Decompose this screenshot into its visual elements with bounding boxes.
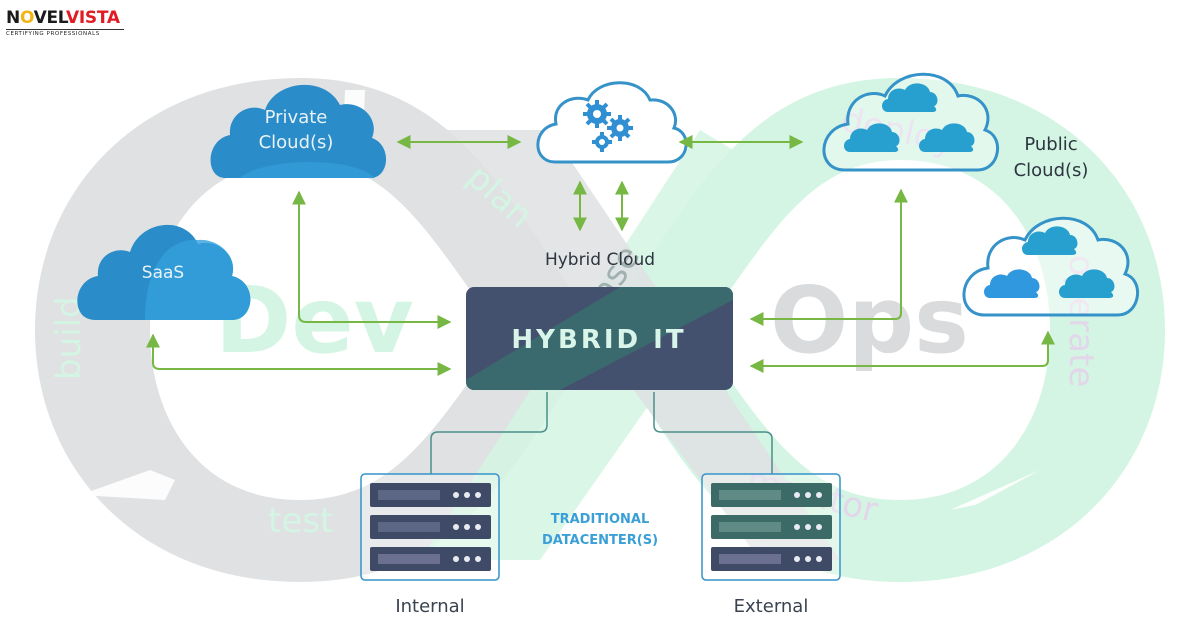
saas-label: SaaS [142,263,184,283]
hybrid-cloud-label: Hybrid Cloud [545,250,655,270]
gear-icon [583,100,633,152]
hybrid-it-box [466,287,733,390]
mini-cloud-icon [919,123,975,152]
public-cloud-top [822,72,1000,172]
internal-label: Internal [395,596,464,617]
server-unit [370,483,491,507]
hybrid-cloud-icon [536,81,688,164]
saas-cloud [77,224,251,320]
server-unit [711,515,832,539]
arrow-public2-hybridit [749,330,1055,373]
private-cloud-label-line2: Cloud(s) [259,132,334,153]
server-unit [711,547,832,571]
public-cloud-label-line1: Public [1024,134,1077,155]
traditional-datacenter-line2: DATACENTER(S) [542,533,658,548]
gray-loop [35,78,600,582]
hybrid-it-title: HYBRID IT [511,325,686,355]
external-server-rack [701,473,841,581]
public-cloud-bottom [962,216,1140,317]
logo-letter-o: O [19,8,34,28]
logo-tagline: CERTIFYING PROFESSIONALS [6,31,100,37]
phase-test: test [268,501,333,541]
logo-letter-n: N [6,8,20,28]
mini-cloud-icon [844,123,900,152]
private-cloud-label-line1: Private [265,107,328,128]
datacenter-links [430,392,773,474]
logo-divider [6,29,124,30]
private-cloud [210,84,387,178]
traditional-datacenter-line1: TRADITIONAL [551,512,650,527]
server-unit [370,515,491,539]
arrow-saas-hybridit [146,333,452,376]
logo-text-vel: VEL [33,8,67,28]
mini-cloud-icon [984,269,1040,298]
novelvista-logo[interactable]: NOVELVISTA CERTIFYING PROFESSIONALS [6,9,128,38]
public-cloud-label-line2: Cloud(s) [1014,160,1089,181]
external-label: External [734,596,809,617]
logo-wordmark: NOVELVISTA [6,9,128,27]
mini-cloud-icon [1059,269,1115,298]
watermark-ops: Ops [770,267,969,374]
internal-server-rack [360,473,500,581]
mini-cloud-icon [882,83,938,112]
connector-arrows [146,135,1055,376]
logo-text-vista: VISTA [66,8,120,28]
arrow-private-hybridit [292,190,452,329]
server-unit [370,547,491,571]
mini-cloud-icon [1022,226,1078,255]
watermark-dev: Dev [215,267,414,374]
arrow-public-hybridit [749,188,908,326]
server-unit [711,483,832,507]
